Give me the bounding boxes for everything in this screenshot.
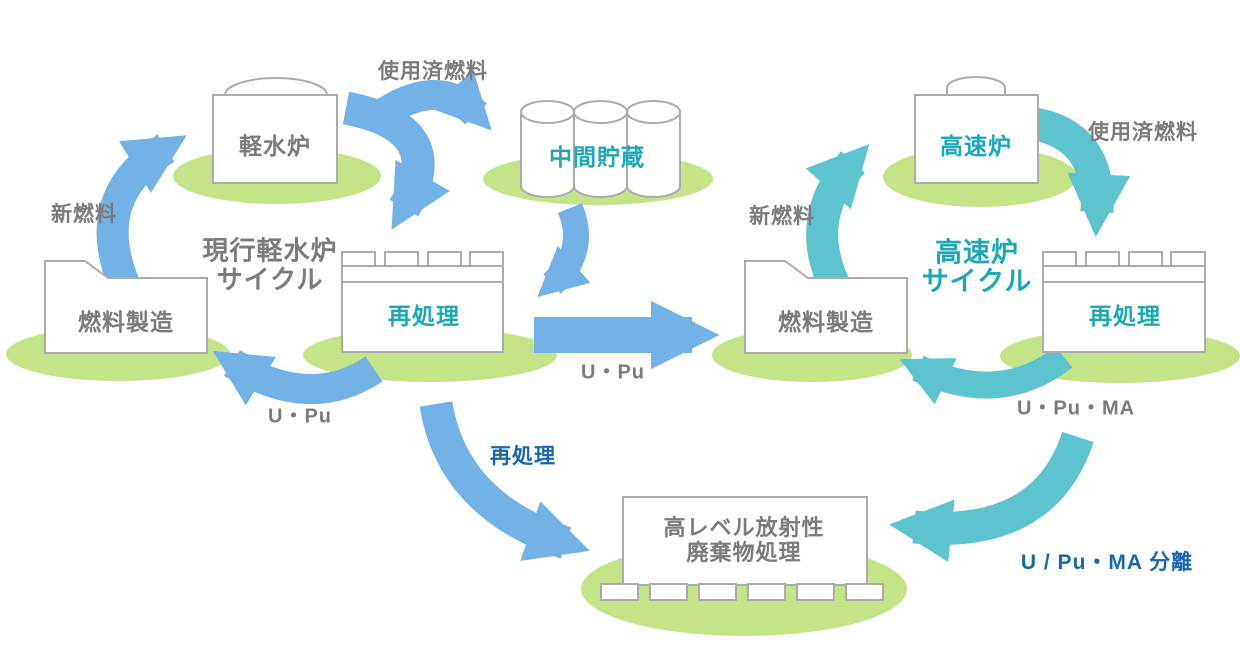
fuel-fabrication-building-right xyxy=(744,260,908,354)
lwr-label: 軽水炉 xyxy=(239,133,311,159)
waste-cask xyxy=(845,583,884,601)
fuel-fabrication-label-left: 燃料製造 xyxy=(78,309,174,335)
lwr-building xyxy=(212,94,338,184)
new-fuel-label-left: 新燃料 xyxy=(51,203,117,226)
waste-cask xyxy=(649,583,688,601)
left-cycle-title-line2: サイクル xyxy=(216,264,324,295)
interim-storage-label: 中間貯蔵 xyxy=(549,144,645,170)
fast-reactor-building xyxy=(914,94,1039,184)
plant-body xyxy=(1042,265,1206,353)
arrow-reprocessing-to-fab-left xyxy=(212,350,383,406)
waste-facility-icon xyxy=(600,496,884,601)
waste-cask xyxy=(698,583,737,601)
waste-cask xyxy=(796,583,835,601)
storage-cylinder xyxy=(626,112,681,198)
lwr-building-icon xyxy=(212,77,338,184)
fast-reactor-building-icon xyxy=(914,76,1039,184)
arrow-fab-to-reactor-right xyxy=(805,144,870,300)
storage-cylinder-top xyxy=(520,100,575,124)
left-cycle-title-line1: 現行軽水炉 xyxy=(202,235,338,266)
buildings xyxy=(44,76,1206,601)
plant-chimney xyxy=(341,251,376,268)
spent-fuel-label-left: 使用済燃料 xyxy=(378,60,488,83)
waste-cask xyxy=(747,583,786,601)
plant-chimney xyxy=(427,251,462,268)
interim-storage-icon xyxy=(520,100,681,198)
new-fuel-label-right: 新燃料 xyxy=(749,205,815,228)
plant-chimney xyxy=(1128,251,1163,268)
storage-cylinder xyxy=(573,112,628,198)
plant-chimney xyxy=(469,251,504,268)
arrows xyxy=(96,69,1131,562)
fuel-fabrication-building-left xyxy=(44,260,208,354)
waste-cask xyxy=(600,583,639,601)
arrow-reprocessing-to-fab-right xyxy=(899,346,1073,405)
fuel-fabrication-label-right: 燃料製造 xyxy=(778,309,874,335)
reprocessing-plant-right-icon xyxy=(1042,251,1206,353)
reprocessing-flow-label: 再処理 xyxy=(490,445,556,468)
storage-cylinder xyxy=(520,112,575,198)
arrow-storage-to-reprocessing xyxy=(537,203,591,298)
lwr-dome-icon xyxy=(224,77,328,96)
reprocessing-label-right: 再処理 xyxy=(1089,303,1161,329)
separation-label: U / Pu・MA 分離 xyxy=(1020,551,1194,574)
plant-body xyxy=(341,265,504,353)
u-pu-ma-label: U・Pu・MA xyxy=(1016,397,1136,420)
storage-cylinder-top xyxy=(573,100,628,124)
storage-cylinder-top xyxy=(626,100,681,124)
plant-chimney xyxy=(1042,251,1077,268)
u-pu-label-transfer: U・Pu xyxy=(581,361,645,384)
plant-chimney xyxy=(1170,251,1206,268)
spent-fuel-label-right: 使用済燃料 xyxy=(1088,121,1198,144)
waste-label-line1: 高レベル放射性 xyxy=(663,515,825,540)
waste-facility-building xyxy=(622,496,868,586)
arrow-reprocessing-to-waste xyxy=(419,401,590,561)
fast-reactor-dome-icon xyxy=(946,76,1006,95)
reprocessing-plant-left-icon xyxy=(341,251,504,353)
plant-chimney xyxy=(1085,251,1120,268)
plant-chimney xyxy=(384,251,419,268)
reprocessing-label-left: 再処理 xyxy=(388,303,460,329)
arrow-reactor-to-reprocessing-left xyxy=(342,91,450,230)
right-cycle-title-line1: 高速炉 xyxy=(935,237,1019,268)
right-cycle-title-line2: サイクル xyxy=(921,266,1033,297)
arrow-fab-to-reactor-left xyxy=(96,134,187,291)
u-pu-label-left: U・Pu xyxy=(268,405,332,428)
fast-reactor-label: 高速炉 xyxy=(940,133,1012,159)
waste-label-line2: 廃棄物処理 xyxy=(686,540,802,565)
arrow-separation-to-waste xyxy=(889,431,1094,562)
